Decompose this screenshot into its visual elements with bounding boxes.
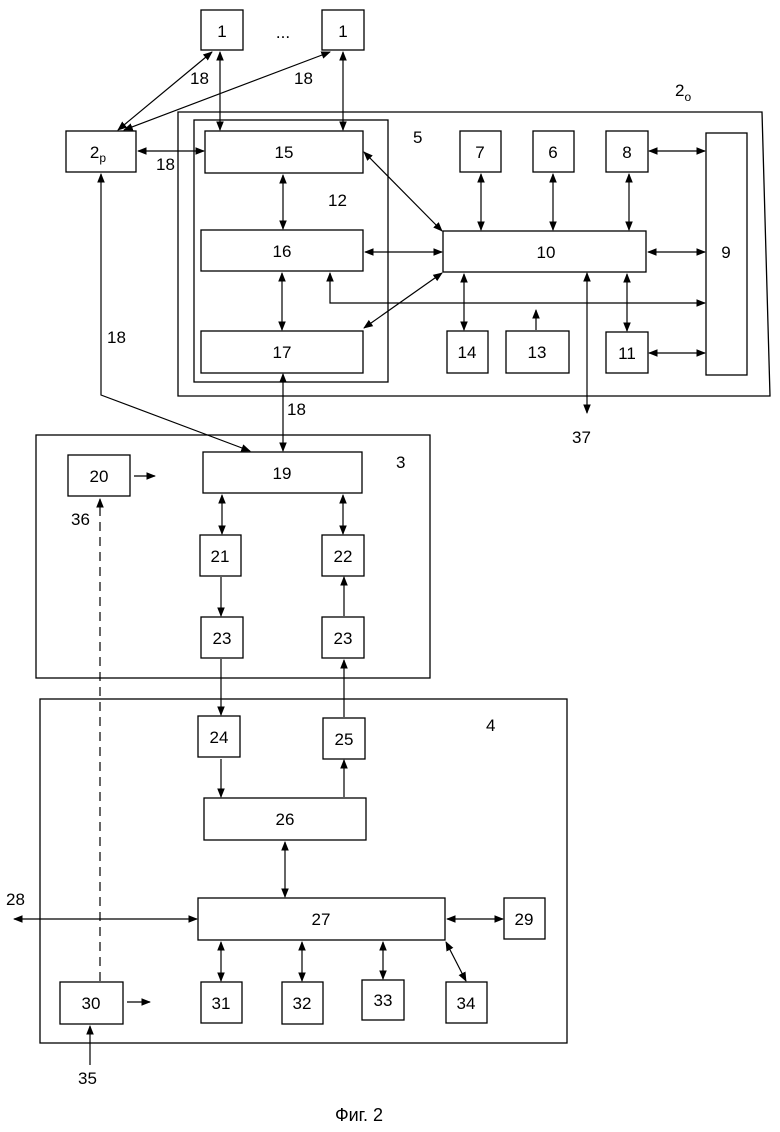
block-6-label: 6 [548, 143, 557, 162]
frame-5-label: 5 [413, 128, 422, 147]
frame-4-label: 4 [486, 716, 495, 735]
link-label-35: 35 [78, 1069, 97, 1088]
link-label-18-d: 18 [107, 328, 126, 347]
link-1-to-2p-a [118, 52, 212, 130]
block-27-label: 27 [312, 910, 331, 929]
block-21-label: 21 [211, 547, 230, 566]
frame-2o-sub: о [684, 90, 691, 104]
block-1-left-label: 1 [217, 22, 226, 41]
link-2p-19 [101, 174, 250, 451]
link-label-18-c: 18 [156, 155, 175, 174]
block-17-label: 17 [273, 343, 292, 362]
block-16-label: 16 [273, 242, 292, 261]
frame-12-label: 12 [328, 191, 347, 210]
block-26-label: 26 [276, 810, 295, 829]
block-23-right-label: 23 [334, 629, 353, 648]
frame-3-label: 3 [396, 453, 405, 472]
ellipsis-label: ... [276, 23, 290, 42]
block-34-label: 34 [457, 994, 476, 1013]
link-label-18-a: 18 [190, 69, 209, 88]
link-label-36: 36 [71, 510, 90, 529]
link-label-18-b: 18 [294, 69, 313, 88]
link-16-9 [330, 273, 705, 303]
block-15-label: 15 [275, 143, 294, 162]
frame-2o-label: 2о [675, 81, 691, 104]
block-9-label: 9 [721, 243, 730, 262]
block-14-label: 14 [458, 343, 477, 362]
block-30-label: 30 [82, 994, 101, 1013]
block-33-label: 33 [374, 991, 393, 1010]
block-31-label: 31 [212, 994, 231, 1013]
block-8-label: 8 [622, 143, 631, 162]
link-17-10 [364, 273, 442, 328]
block-20-label: 20 [90, 467, 109, 486]
figure-caption: Фиг. 2 [335, 1105, 383, 1125]
link-label-18-e: 18 [287, 400, 306, 419]
block-23-left-label: 23 [213, 629, 232, 648]
block-13-label: 13 [528, 343, 547, 362]
link-27-34 [446, 942, 466, 981]
block-11-label: 11 [618, 344, 636, 363]
block-1-right-label: 1 [338, 22, 347, 41]
block-25-label: 25 [335, 730, 354, 749]
block-24-label: 24 [210, 728, 229, 747]
block-2p-sub: р [99, 151, 106, 165]
link-label-28: 28 [6, 890, 25, 909]
block-22-label: 22 [334, 547, 353, 566]
block-19-label: 19 [273, 464, 292, 483]
block-10-label: 10 [537, 243, 556, 262]
block-32-label: 32 [293, 994, 312, 1013]
link-label-37: 37 [572, 428, 591, 447]
block-7-label: 7 [475, 143, 484, 162]
link-15-10 [364, 152, 442, 231]
block-29-label: 29 [515, 910, 534, 929]
link-1-to-2p-b [124, 52, 330, 130]
